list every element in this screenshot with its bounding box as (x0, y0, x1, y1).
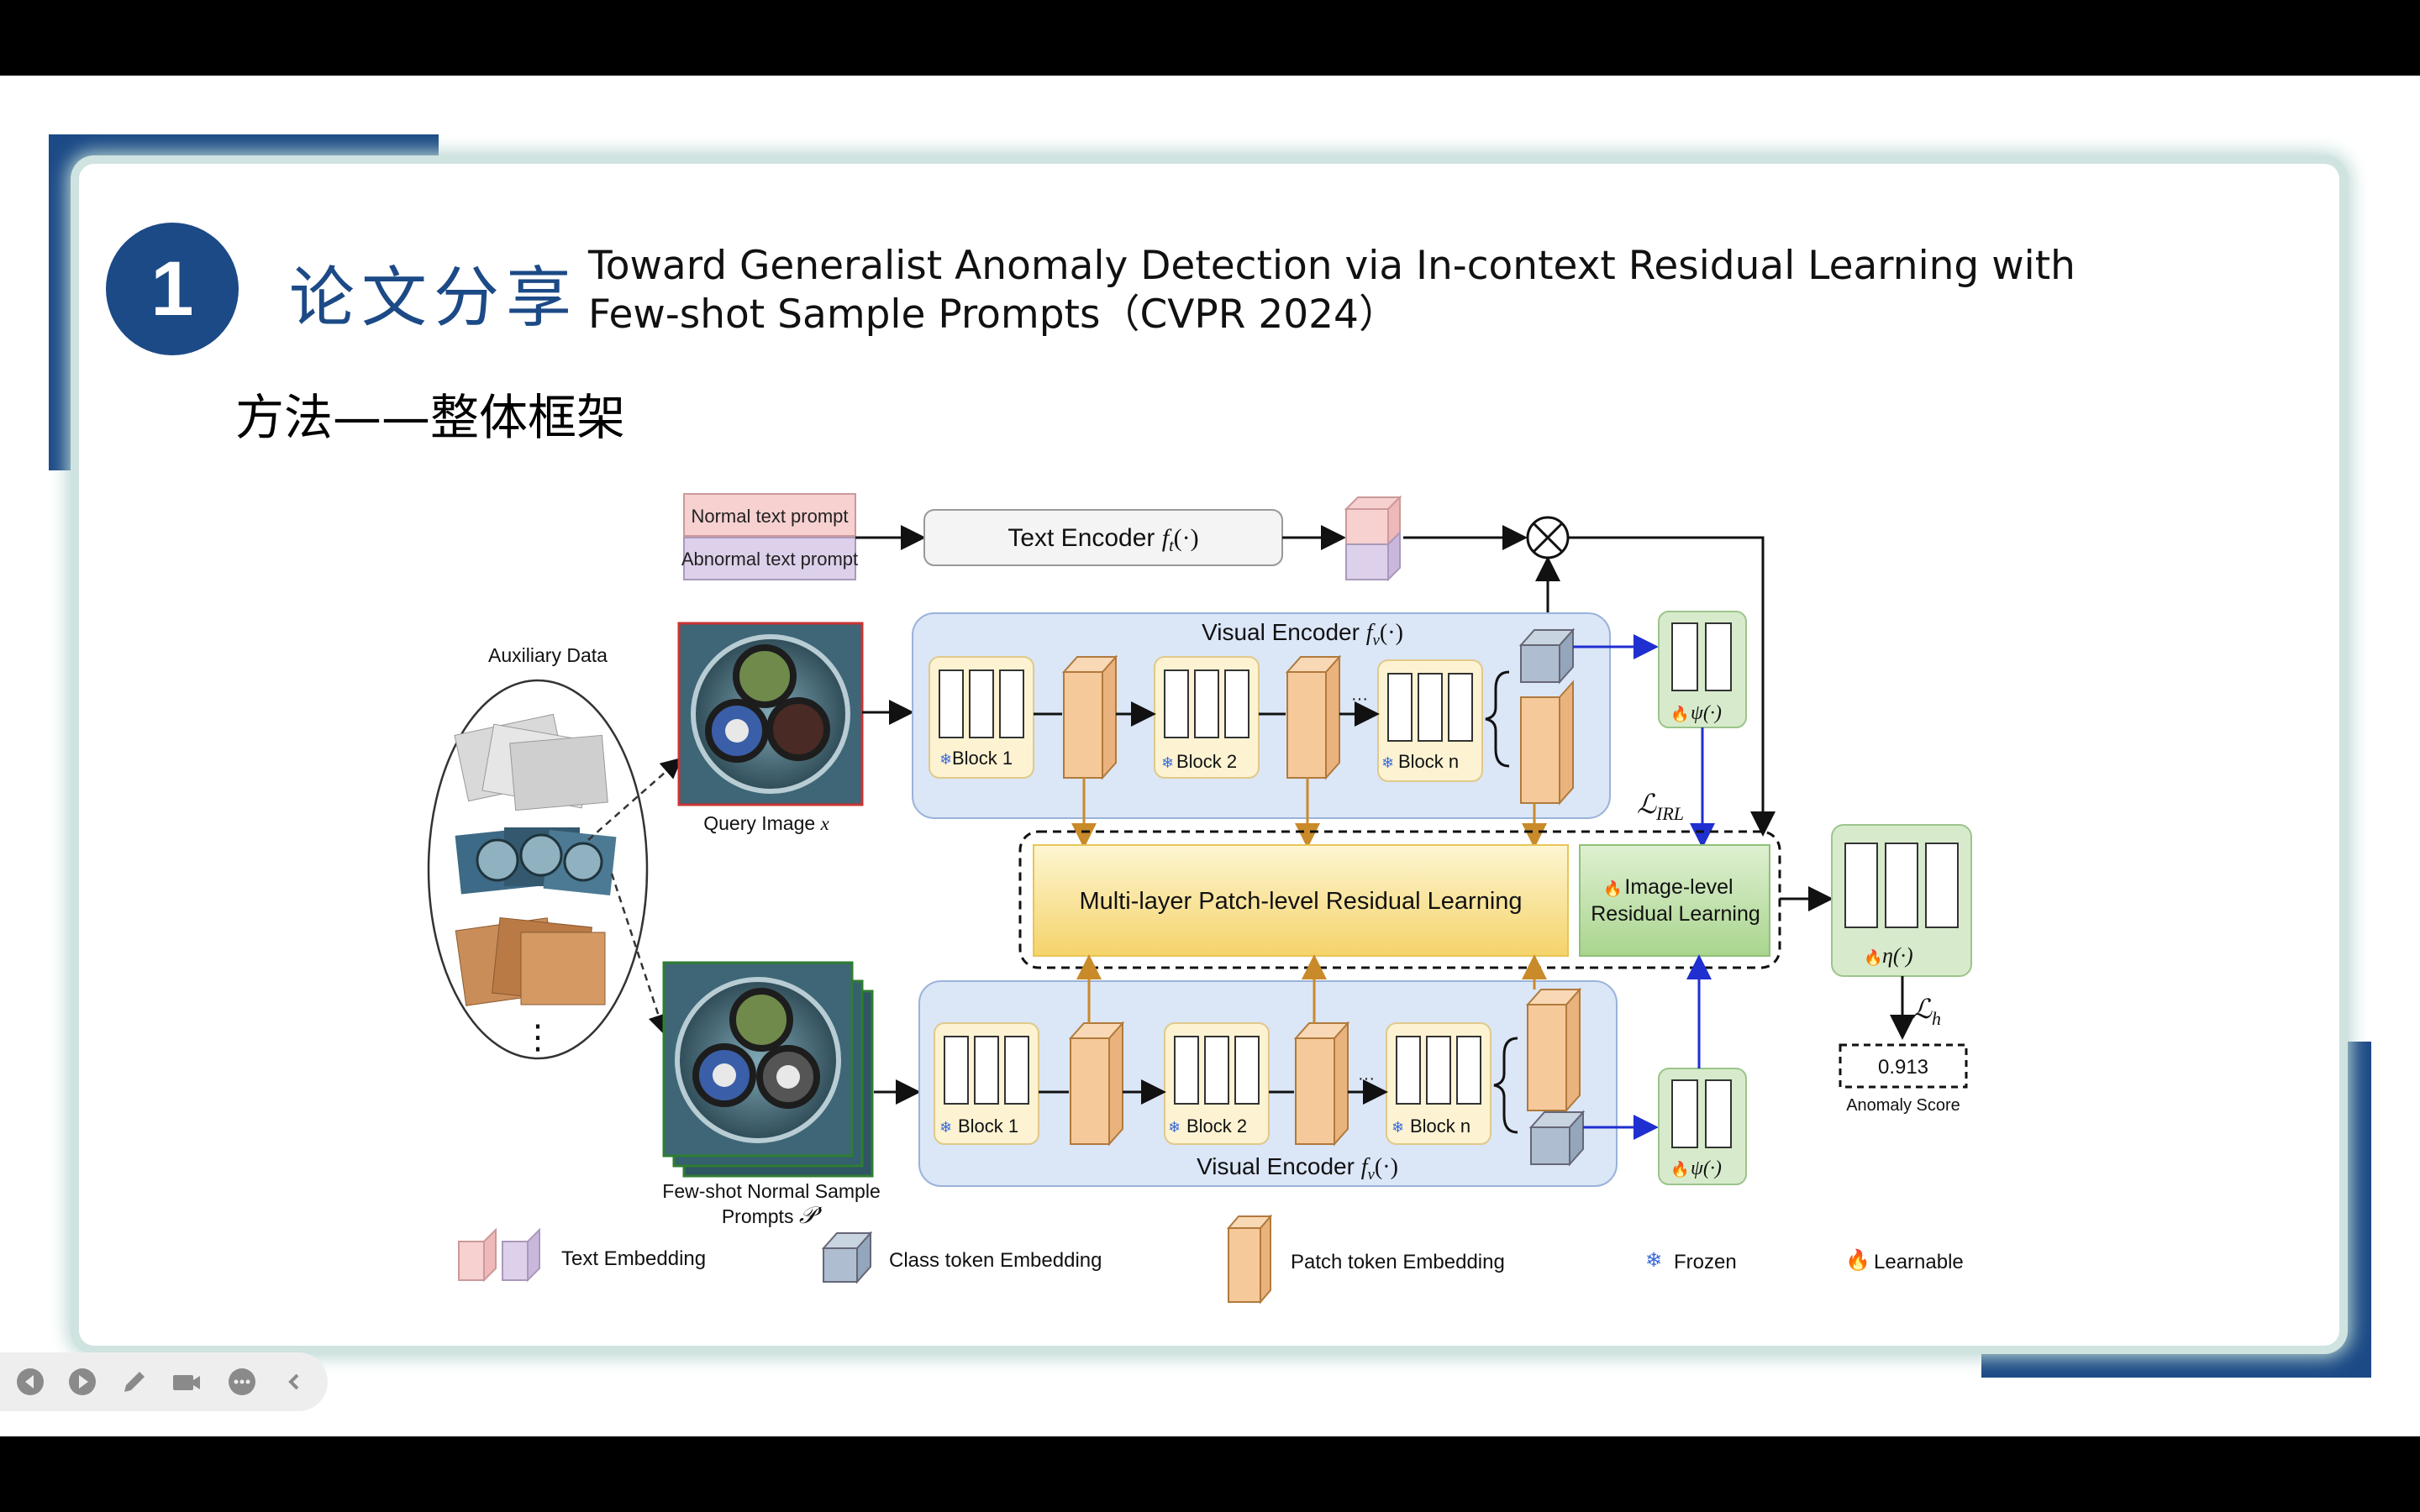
anomaly-score-label: Anomaly Score (1846, 1096, 1960, 1115)
prev-icon[interactable] (13, 1365, 47, 1399)
legend: Text Embedding Class token Embedding Pat… (458, 1214, 1964, 1305)
psi-top: 🔥 ψ(·) (1658, 611, 1747, 728)
legend-patch-token: Patch token Embedding (1291, 1251, 1505, 1273)
top-ellipsis: ··· (1351, 690, 1368, 708)
visual-encoder-bottom-label: Visual Encoder fv(·) (1197, 1153, 1398, 1184)
legend-patch-token-swatch (1226, 1214, 1273, 1305)
abnormal-prompt-label: Abnormal text prompt (681, 549, 858, 570)
top-patch-token-2 (1285, 654, 1342, 780)
block-1-label: Block 1 (958, 1116, 1018, 1137)
block-n-label: Block n (1398, 751, 1459, 772)
auxiliary-cable-images (455, 827, 617, 895)
multiply-node (1526, 516, 1570, 559)
learnable-icon: 🔥 (1670, 705, 1689, 722)
top-block-n: ❄ Block n (1377, 659, 1483, 782)
block-n-label: Block n (1410, 1116, 1470, 1137)
frozen-icon: ❄ (939, 751, 952, 768)
top-block-1: ❄ Block 1 (929, 656, 1034, 779)
normal-prompt-box (683, 493, 856, 537)
few-shot-label-2: Prompts 𝒫′ (722, 1203, 823, 1229)
top-block-2: ❄ Block 2 (1154, 656, 1260, 779)
bottom-final-tokens (1525, 987, 1586, 1167)
anomaly-score-value: 0.913 (1878, 1056, 1928, 1079)
learnable-icon: 🔥 (1603, 879, 1622, 897)
patch-residual-label: Multi-layer Patch-level Residual Learnin… (1079, 888, 1522, 915)
section-number-badge: 1 (106, 223, 239, 355)
bottom-block-n: ❄ Block n (1386, 1022, 1491, 1145)
psi-label: ψ(·) (1691, 1158, 1722, 1179)
frozen-icon: ❄ (1168, 1119, 1181, 1136)
few-shot-label-1: Few-shot Normal Sample (662, 1180, 880, 1202)
text-prompts: Normal text prompt Abnormal text prompt (681, 493, 858, 580)
legend-text-embedding: Text Embedding (561, 1247, 706, 1270)
learnable-icon: 🔥 (1845, 1248, 1870, 1272)
image-residual-label-1: Image-level (1624, 875, 1733, 899)
arrow-aux-to-fewshot (610, 873, 669, 1036)
learnable-icon: 🔥 (1670, 1160, 1689, 1178)
query-image (677, 622, 864, 806)
eta-label: η(·) (1882, 943, 1913, 968)
more-icon[interactable] (225, 1365, 259, 1399)
few-shot-images (662, 961, 874, 1178)
image-residual-box (1579, 844, 1770, 957)
slide-subtitle: 方法——整体框架 (235, 389, 626, 446)
play-icon[interactable] (66, 1365, 99, 1399)
arrow-product-to-residual (1568, 536, 1776, 837)
frozen-icon: ❄ (1645, 1249, 1662, 1272)
block-2-label: Block 2 (1176, 751, 1237, 772)
frozen-icon: ❄ (1392, 1119, 1404, 1136)
bottom-ellipsis: ··· (1358, 1069, 1375, 1088)
arrow-aux-to-query (587, 757, 682, 841)
auxiliary-data-label: Auxiliary Data (488, 644, 608, 666)
top-brace (1485, 670, 1510, 768)
legend-frozen: Frozen (1674, 1251, 1737, 1273)
frozen-icon: ❄ (1381, 754, 1394, 771)
block-1-label: Block 1 (952, 748, 1013, 769)
legend-class-token-swatch (821, 1231, 873, 1284)
psi-bottom: 🔥 ψ(·) (1658, 1068, 1747, 1185)
paper-title-line2: Few-shot Sample Prompts（CVPR 2024） (588, 291, 1398, 338)
frozen-icon: ❄ (939, 1119, 952, 1136)
patch-residual-box (1033, 844, 1569, 957)
pen-icon[interactable] (118, 1365, 151, 1399)
legend-text-embedding-swatch (458, 1227, 540, 1283)
top-final-tokens (1518, 627, 1576, 806)
eta-head: 🔥 η(·) (1831, 824, 1972, 977)
text-embedding-cube (1344, 495, 1402, 582)
loss-h: ℒh (1912, 994, 1941, 1029)
section-title: 论文分享 (289, 260, 579, 336)
query-image-label: Query Image x (703, 812, 829, 834)
bottom-block-1: ❄ Block 1 (934, 1022, 1039, 1145)
abnormal-prompt-box (683, 537, 856, 580)
collapse-icon[interactable] (277, 1365, 311, 1399)
bottom-block-2: ❄ Block 2 (1164, 1022, 1270, 1145)
auxiliary-vdots: ⋮ (521, 1019, 555, 1056)
loss-irl: ℒIRL (1637, 789, 1684, 824)
legend-class-token: Class token Embedding (889, 1249, 1102, 1272)
camera-icon[interactable] (170, 1365, 203, 1399)
paper-title: Toward Generalist Anomaly Detection via … (588, 242, 2101, 339)
top-patch-token-1 (1061, 654, 1118, 780)
text-encoder-label: Text Encoder ft(·) (1007, 524, 1198, 555)
bottom-patch-token-1 (1068, 1021, 1125, 1147)
auxiliary-wood-textures (455, 916, 606, 1006)
visual-encoder-top-label: Visual Encoder fv(·) (1202, 619, 1403, 649)
bottom-patch-token-2 (1293, 1021, 1350, 1147)
bottom-brace (1493, 1037, 1518, 1134)
image-residual-label-2: Residual Learning (1591, 902, 1760, 926)
legend-learnable: Learnable (1874, 1251, 1964, 1273)
frozen-icon: ❄ (1161, 754, 1174, 771)
psi-label: ψ(·) (1691, 702, 1722, 724)
presentation-toolbar (0, 1352, 328, 1411)
anomaly-score-box (1839, 1043, 1968, 1089)
block-2-label: Block 2 (1186, 1116, 1247, 1137)
normal-prompt-label: Normal text prompt (691, 506, 848, 527)
auxiliary-gray-textures (454, 713, 608, 811)
learnable-icon: 🔥 (1864, 948, 1882, 966)
paper-title-line1: Toward Generalist Anomaly Detection via … (588, 243, 2075, 289)
